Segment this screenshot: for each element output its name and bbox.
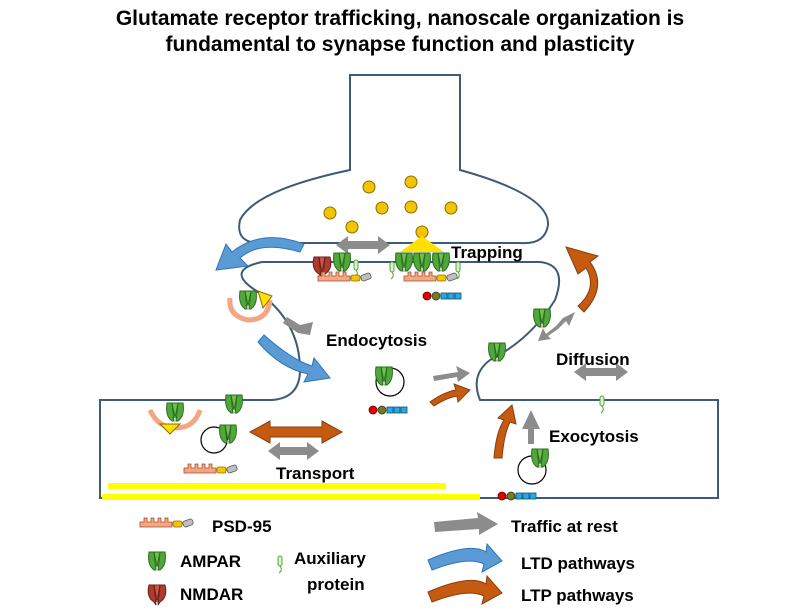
actin-filaments	[102, 483, 480, 500]
ltp-pathway-arrows	[248, 246, 600, 459]
legend-auxiliary-label-1: Auxiliary	[294, 549, 366, 568]
ltd-pathway-arrows	[215, 237, 331, 383]
endocytic-pit	[227, 290, 273, 323]
label-transport: Transport	[276, 464, 355, 483]
label-exocytosis: Exocytosis	[549, 427, 639, 446]
legend-auxiliary-icon	[277, 555, 283, 574]
legend-psd95-icon	[139, 517, 195, 528]
legend-nmdar-icon	[147, 584, 167, 606]
legend-ltp-arrow-icon	[427, 574, 503, 605]
glutamate-molecules	[323, 175, 458, 239]
legend: PSD-95 AMPAR NMDAR Auxiliary protein Tra…	[139, 512, 635, 606]
label-trapping: Trapping	[451, 243, 523, 262]
legend-ltd-arrow-icon	[427, 542, 503, 573]
legend-ampar-label: AMPAR	[180, 552, 241, 571]
exocytic-vesicle	[497, 448, 549, 501]
label-diffusion: Diffusion	[556, 350, 630, 369]
title-line-2: fundamental to synapse function and plas…	[165, 33, 635, 56]
legend-traffic-label: Traffic at rest	[511, 517, 618, 536]
title-line-1: Glutamate receptor trafficking, nanoscal…	[115, 7, 685, 30]
legend-gray-arrow-icon	[434, 512, 498, 535]
legend-ltp-label: LTP pathways	[521, 586, 634, 605]
transport-vesicle	[183, 424, 239, 474]
presynaptic-terminal	[238, 74, 550, 245]
dendrite-membrane	[99, 261, 719, 499]
traffic-at-rest-arrows	[268, 236, 628, 460]
legend-ltd-label: LTD pathways	[521, 554, 635, 573]
endocytic-vesicle	[368, 366, 408, 415]
label-endocytosis: Endocytosis	[326, 331, 427, 350]
legend-nmdar-label: NMDAR	[180, 585, 243, 604]
pit-at-membrane	[147, 402, 203, 435]
legend-auxiliary-label-2: protein	[307, 575, 365, 594]
glutamate-release-cone	[400, 236, 444, 252]
legend-ampar-icon	[148, 551, 166, 571]
figure-title: Glutamate receptor trafficking, nanoscal…	[0, 6, 800, 58]
legend-psd95-label: PSD-95	[212, 517, 272, 536]
